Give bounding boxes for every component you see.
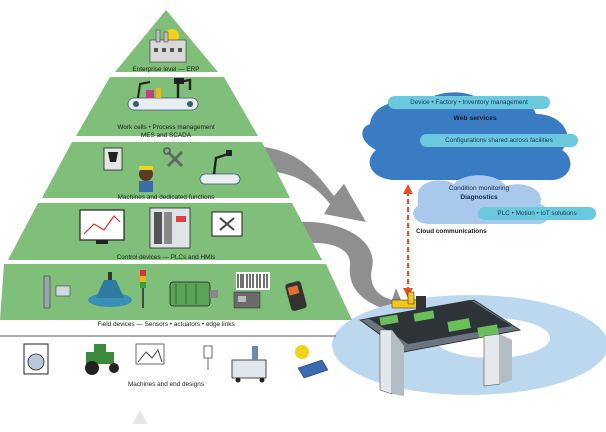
drive-icon xyxy=(233,291,261,309)
conveyor-machine-icon xyxy=(359,291,522,396)
control-icons xyxy=(79,207,243,249)
condition-monitoring-label: Condition monitoring xyxy=(448,185,510,192)
tier-2-label: Work cells • Process management xyxy=(117,124,215,131)
cloud-shape xyxy=(362,92,571,225)
web-services-label: Web services xyxy=(453,115,497,122)
medical-cart-icon xyxy=(231,346,267,383)
factory-icon xyxy=(149,29,187,63)
washing-machine-icon xyxy=(23,343,49,375)
hmi-tools-icon xyxy=(211,211,243,237)
wrench-icon xyxy=(163,147,184,168)
diagnostics-label: Diagnostics xyxy=(460,194,498,201)
end-design-icons xyxy=(23,343,329,383)
pyramid xyxy=(0,10,352,337)
tractor-icon xyxy=(85,344,119,375)
field-icons xyxy=(43,270,307,311)
handheld-scanner-icon xyxy=(285,281,307,311)
robot-cell-icon xyxy=(127,78,199,111)
faint-marker xyxy=(132,410,148,424)
cloud-communications-label: Cloud communications xyxy=(416,228,487,235)
arrow-to-cloud xyxy=(248,146,366,222)
configurations-pill: Configurations shared across facilities xyxy=(420,134,578,147)
plc-solutions-pill: PLC • Motion • IoT solutions xyxy=(478,207,596,220)
conveyor-robot-icon xyxy=(199,150,241,185)
flow-arrows xyxy=(248,146,410,322)
tier-4-label: Control devices — PLCs and HMIs xyxy=(116,254,216,261)
motor-icon xyxy=(169,281,218,307)
iv-drip-icon xyxy=(203,345,213,370)
hmi-chart-icon xyxy=(79,209,125,244)
barcode-icon xyxy=(236,272,270,290)
device-management-pill: Device • Factory • Inventory management xyxy=(388,96,550,109)
cloud-link-arrow-up xyxy=(403,184,413,194)
sensor-icon xyxy=(43,275,71,309)
image-icon xyxy=(135,343,165,365)
tier-5-label: Field devices — Sensors • actuators • ed… xyxy=(97,321,235,328)
tier-3 xyxy=(42,142,290,198)
solar-panel-icon xyxy=(295,345,329,379)
tier-1-label: Enterprise level — ERP xyxy=(132,66,200,73)
tier-2-sublabel: MES and SCADA xyxy=(140,132,192,139)
worker-icon xyxy=(139,166,153,192)
tier-3-label: Machines and dedicated functions xyxy=(117,194,215,201)
stack-light-icon xyxy=(140,270,146,308)
arrow-to-machine xyxy=(300,221,410,322)
base-label: Machines and end designs xyxy=(127,381,205,388)
valve-icon xyxy=(88,272,132,307)
plc-rack-icon xyxy=(149,207,191,249)
machines-icons xyxy=(103,147,241,192)
